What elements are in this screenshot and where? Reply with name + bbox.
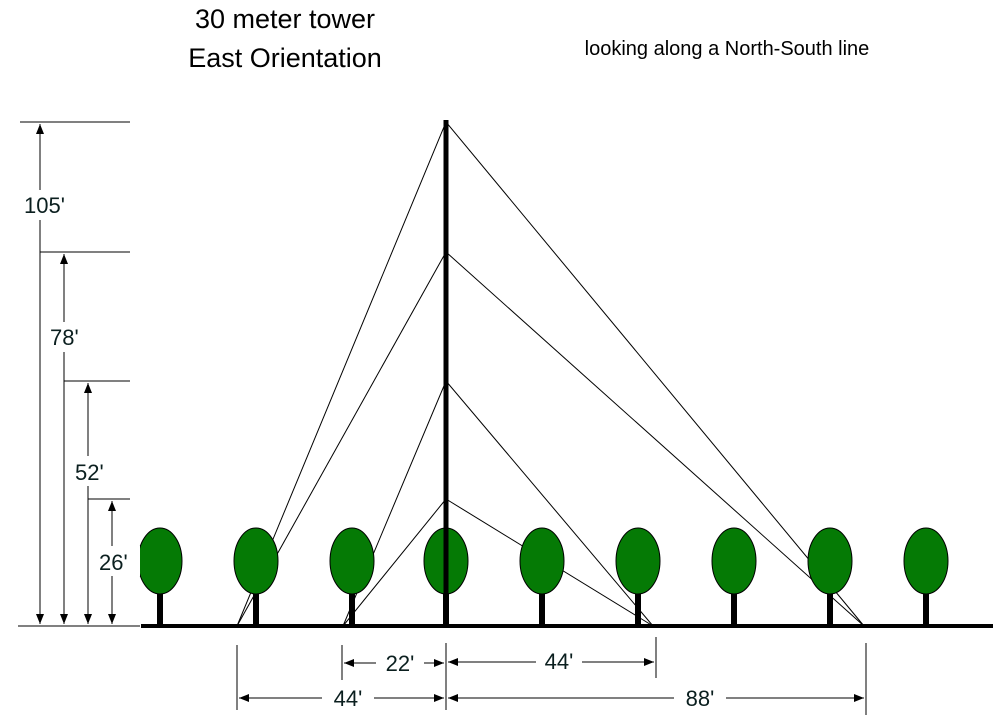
tree-crown [329, 527, 375, 595]
tree [615, 527, 661, 626]
tree-trunk [539, 590, 545, 626]
height-label-52: 52' [75, 460, 104, 485]
tree [903, 527, 949, 626]
tree-crown [233, 527, 279, 595]
tree [233, 527, 279, 626]
tree-crown [711, 527, 757, 595]
tree-trunk [349, 590, 355, 626]
tree-trunk [923, 590, 929, 626]
tree-trunk [157, 590, 163, 626]
title-line1: 30 meter tower [195, 4, 375, 34]
distance-dimensions: 22' 44' 44' 88' [236, 637, 867, 715]
height-label-78: 78' [50, 325, 79, 350]
tree [137, 527, 183, 626]
guy-wire [342, 498, 447, 627]
tree [329, 527, 375, 626]
guy-wire [445, 380, 654, 627]
tree [807, 527, 853, 626]
distance-label-44-left: 44' [334, 686, 363, 711]
tree-crown [807, 527, 853, 595]
guy-wire [445, 251, 865, 627]
distance-label-44-right: 44' [545, 649, 574, 674]
distance-label-22: 22' [386, 651, 415, 676]
tree-trunk [827, 590, 833, 626]
height-label-105: 105' [24, 193, 65, 218]
tree-trunk [731, 590, 737, 626]
tree [711, 527, 757, 626]
tree [519, 527, 565, 626]
tree-crown [137, 527, 183, 595]
tree-trunk [253, 590, 259, 626]
tree-crown [519, 527, 565, 595]
height-label-26: 26' [99, 550, 128, 575]
distance-label-88: 88' [686, 686, 715, 711]
title-line2: East Orientation [188, 43, 382, 73]
tree-crown [615, 527, 661, 595]
subtitle: looking along a North-South line [585, 38, 870, 60]
tree-crown [903, 527, 949, 595]
tree-row [137, 527, 949, 626]
height-dimensions: 105' 78' 52' 26' [18, 121, 140, 627]
tree-trunk [635, 590, 641, 626]
guy-wire [445, 121, 865, 627]
